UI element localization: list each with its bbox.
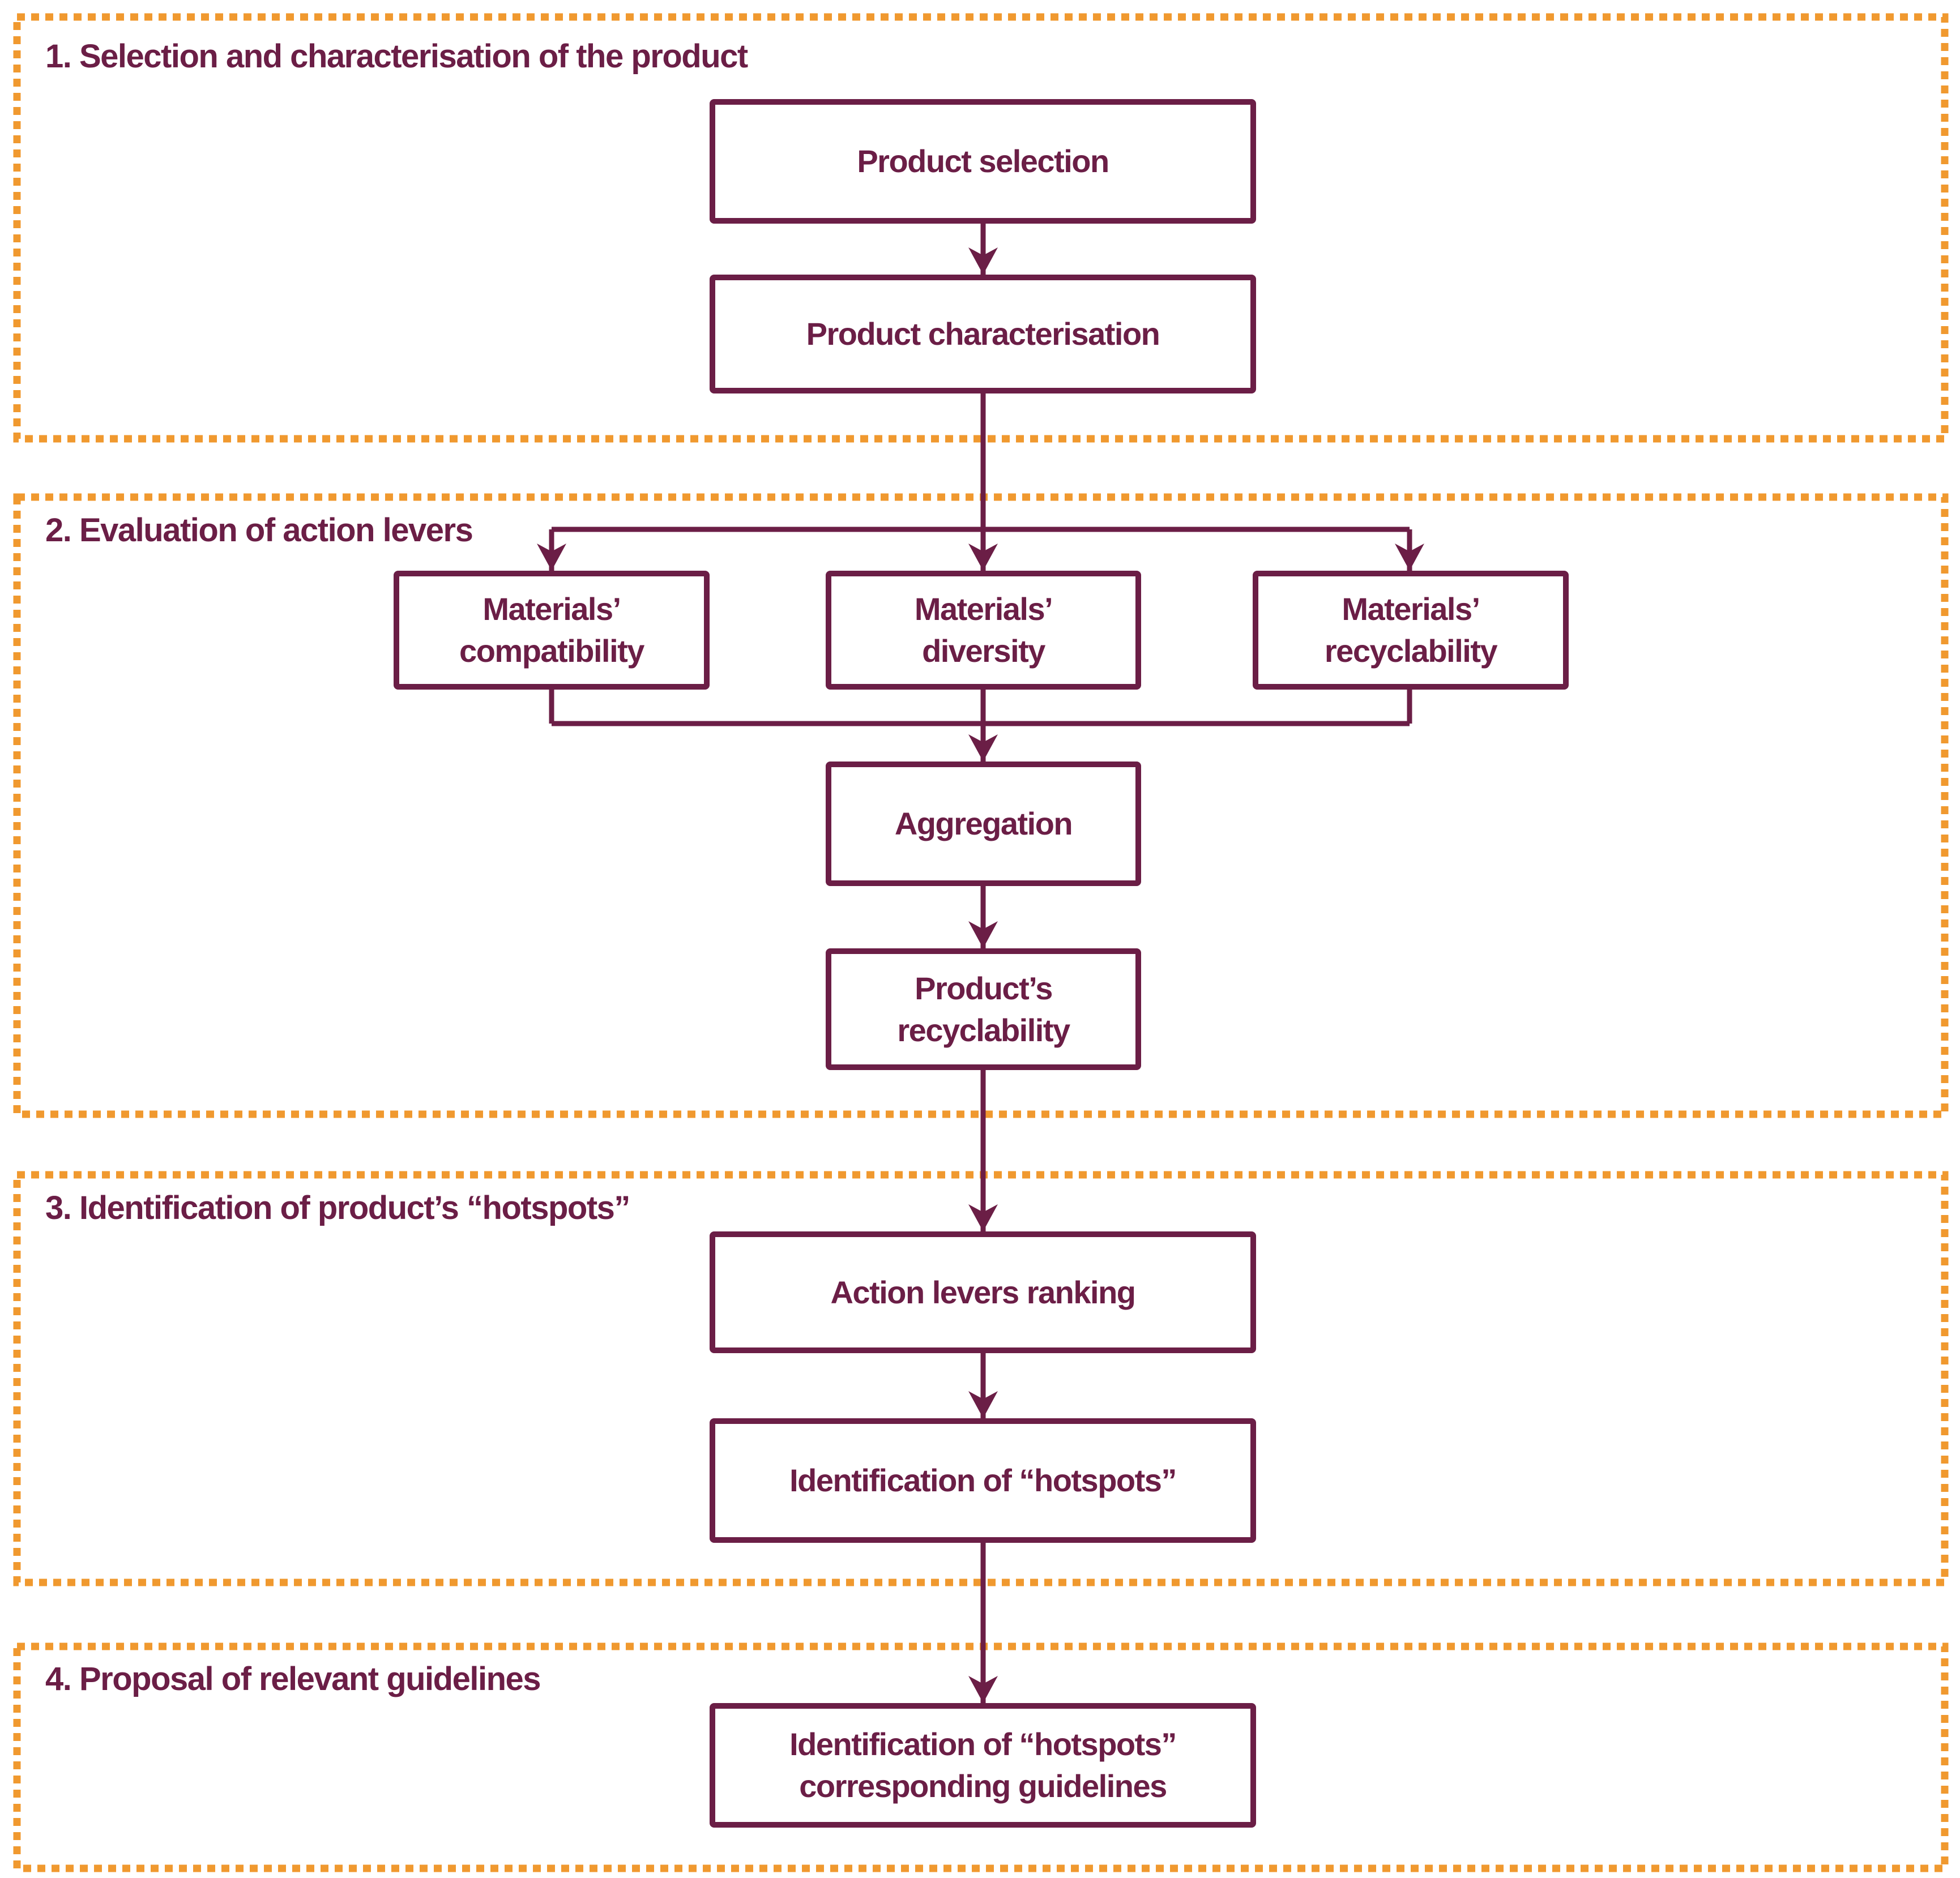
node-products-recyclability: Product’s recyclability xyxy=(826,948,1141,1070)
node-label: Product selection xyxy=(857,143,1109,179)
node-identification-hotspots: Identification of “hotspots” xyxy=(710,1418,1256,1543)
section-2-title: 2. Evaluation of action levers xyxy=(45,512,473,549)
node-label: recyclability xyxy=(897,1012,1070,1048)
node-label: Product’s xyxy=(915,970,1053,1006)
node-label: corresponding guidelines xyxy=(799,1768,1167,1804)
node-label: recyclability xyxy=(1324,633,1498,669)
node-label: Materials’ xyxy=(482,591,621,627)
section-4-title: 4. Proposal of relevant guidelines xyxy=(45,1661,541,1697)
node-hotspots-guidelines: Identification of “hotspots” correspondi… xyxy=(710,1703,1256,1828)
section-1-title: 1. Selection and characterisation of the… xyxy=(45,38,748,75)
node-label: Identification of “hotspots” xyxy=(789,1726,1177,1763)
node-materials-recyclability: Materials’ recyclability xyxy=(1253,571,1569,690)
node-product-selection: Product selection xyxy=(710,99,1256,224)
node-label: Materials’ xyxy=(914,591,1053,627)
node-materials-diversity: Materials’ diversity xyxy=(826,571,1141,690)
node-aggregation: Aggregation xyxy=(826,762,1141,886)
node-label: Materials’ xyxy=(1342,591,1480,627)
node-materials-compatibility: Materials’ compatibility xyxy=(394,571,710,690)
node-product-characterisation: Product characterisation xyxy=(710,275,1256,393)
node-label: diversity xyxy=(922,633,1045,669)
node-label: Action levers ranking xyxy=(830,1274,1136,1310)
node-label: Product characterisation xyxy=(806,316,1160,352)
node-label: compatibility xyxy=(459,633,644,669)
node-label: Aggregation xyxy=(894,806,1073,842)
section-3-title: 3. Identification of product’s “hotspots… xyxy=(45,1190,630,1226)
node-label: Identification of “hotspots” xyxy=(789,1462,1177,1499)
node-action-levers-ranking: Action levers ranking xyxy=(710,1231,1256,1353)
